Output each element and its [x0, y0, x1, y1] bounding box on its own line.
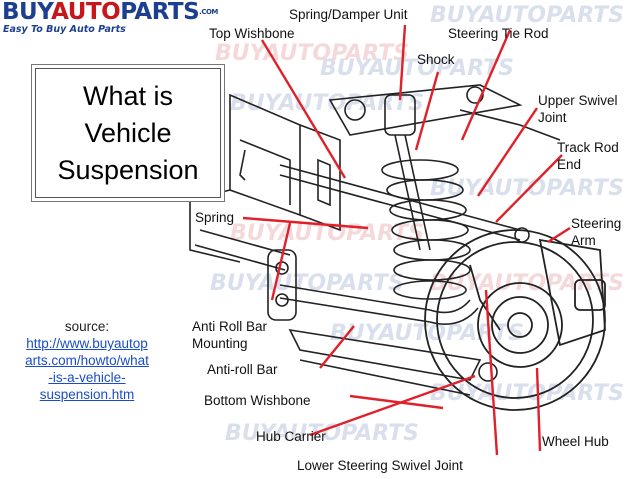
arrow-shock: [414, 71, 440, 151]
arrow-top-wishbone: [260, 39, 347, 179]
watermark: BUYAUTOPARTS: [225, 421, 419, 446]
slide-title: What is Vehicle Suspension: [57, 80, 199, 185]
label-arrows: [242, 24, 571, 456]
arrow-bottom-wishbone: [349, 394, 444, 410]
label-spring-damper-unit: Spring/Damper Unit: [289, 7, 408, 22]
arrow-spring-damper-unit: [398, 24, 407, 101]
title-box: What is Vehicle Suspension: [35, 68, 221, 198]
source-label: source:: [64, 319, 110, 334]
part-labels: Spring/Damper Unit Top Wishbone Steering…: [192, 7, 621, 473]
arrow-anti-roll-bar-mounting: [270, 222, 292, 301]
logo-com: .COM: [199, 8, 218, 16]
label-wheel-hub: Wheel Hub: [542, 434, 609, 449]
arrow-track-rod-end: [495, 154, 563, 223]
top-wishbone-drawing: [328, 84, 561, 141]
arrow-steering-tie-rod: [460, 29, 512, 141]
label-top-wishbone: Top Wishbone: [209, 26, 295, 41]
source-link[interactable]: http://www.buyautop arts.com/howto/what …: [25, 336, 149, 402]
label-shock: Shock: [417, 52, 455, 67]
logo-wordmark: BUYAUTOPARTS.COM: [2, 0, 218, 25]
label-track-rod-end: Track Rod: [557, 140, 619, 155]
label-steering-tie-rod: Steering Tie Rod: [448, 26, 549, 41]
arrow-upper-swivel-joint: [477, 107, 538, 197]
arrow-anti-roll-bar: [319, 325, 355, 369]
label-anti-roll-bar-mounting-line2: Mounting: [192, 336, 248, 351]
anti-roll-bar-drawing: [267, 249, 479, 325]
logo-parts: PARTS: [120, 0, 200, 25]
label-steering-arm: Steering: [571, 216, 621, 231]
hub-drawing: [424, 229, 606, 411]
label-anti-roll-bar-mounting: Anti Roll Bar: [192, 319, 268, 334]
chassis-drawing: [189, 93, 341, 271]
arrow-spring: [242, 216, 369, 230]
buyautoparts-logo: BUYAUTOPARTS.COM Easy To Buy Auto Parts: [2, 0, 218, 36]
arrow-hub-carrier: [309, 374, 476, 437]
spring-damper-drawing: [381, 94, 471, 300]
label-anti-roll-bar: Anti-roll Bar: [207, 362, 278, 377]
arrow-lower-steering-swivel-joint: [484, 289, 499, 456]
watermark: BUYAUTOPARTS: [430, 176, 624, 201]
arrow-wheel-hub: [535, 367, 542, 452]
logo-auto: AUTO: [51, 0, 121, 25]
source-citation: source: http://www.buyautop arts.com/how…: [2, 318, 172, 403]
label-upper-swivel-joint-line2: Joint: [538, 110, 567, 125]
tie-rod-drawing: [279, 164, 530, 243]
watermark: BUYAUTOPARTS: [320, 56, 514, 81]
label-lower-steering-swivel-joint: Lower Steering Swivel Joint: [297, 458, 463, 473]
label-upper-swivel-joint: Upper Swivel: [538, 93, 618, 108]
arrow-steering-arm: [547, 226, 571, 244]
label-bottom-wishbone: Bottom Wishbone: [204, 393, 311, 408]
label-hub-carrier: Hub Carrier: [256, 429, 326, 444]
label-track-rod-end-line2: End: [557, 157, 581, 172]
label-steering-arm-line2: Arm: [571, 233, 596, 248]
logo-buy: BUY: [2, 0, 52, 25]
logo-tagline: Easy To Buy Auto Parts: [3, 24, 126, 35]
watermark: BUYAUTOPARTS: [215, 41, 409, 66]
watermark-layer: BUYAUTOPARTS BUYAUTOPARTS BUYAUTOPARTS B…: [210, 3, 624, 446]
label-spring: Spring: [195, 210, 234, 225]
watermark: BUYAUTOPARTS: [430, 3, 624, 28]
watermark: BUYAUTOPARTS: [210, 271, 404, 296]
